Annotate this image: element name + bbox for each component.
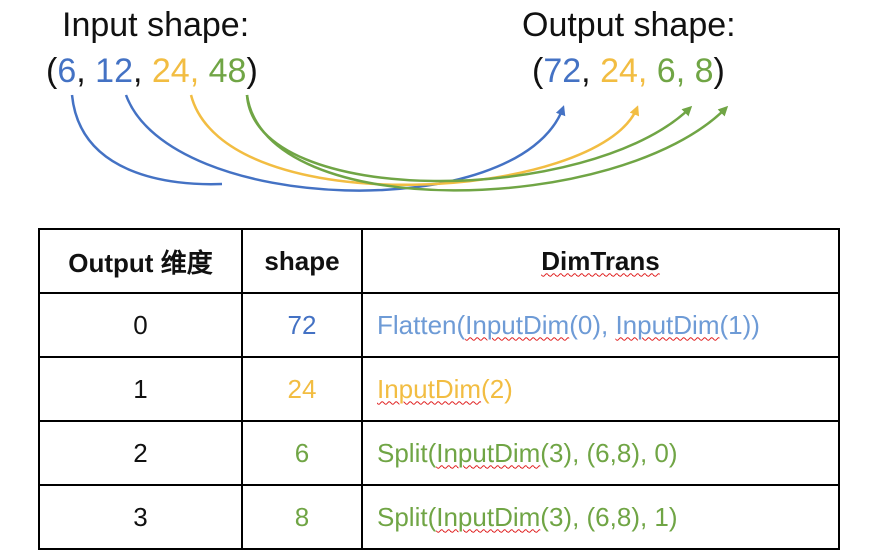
input-comma-0: , [76,52,96,90]
row-shape: 8 [241,484,363,550]
table-row: 3 8 Split(InputDim(3), (6,8), 1) [38,484,840,550]
table-row: 2 6 Split(InputDim(3), (6,8), 0) [38,420,840,486]
table-row: 1 24 InputDim(2) [38,356,840,422]
row-shape: 72 [241,292,363,358]
input-dim-1: 12 [95,52,133,90]
row-shape: 24 [241,356,363,422]
row-output-dim: 1 [38,356,243,422]
table-header-row: Output 维度 shape DimTrans [38,228,840,294]
input-dim-2: 24 [151,52,190,90]
row-dimtrans: Split(InputDim(3), (6,8), 1) [361,484,840,550]
input-open-paren: ( [46,52,58,90]
output-comma-1: , [637,52,657,90]
arrow-input-dim-0-to-output-dim-0 [70,94,223,186]
row-dimtrans: InputDim(2) [361,356,840,422]
input-shape-tuple: (6, 12, 24, 48) [46,52,258,91]
output-shape-tuple: (72, 24, 6, 8) [532,52,725,91]
output-comma-2: , [675,52,695,90]
header-output-dim: Output 维度 [38,228,243,294]
input-comma-1: , [132,52,152,90]
output-dim-2: 6 [656,52,676,90]
arrow-input-dim-3-to-output-dim-2 [245,94,693,183]
output-dim-0: 72 [543,52,582,90]
input-close-paren: ) [246,52,258,90]
input-comma-2: , [189,52,209,90]
row-dimtrans: Flatten(InputDim(0), InputDim(1)) [361,292,840,358]
dimension-mapping-arrows [70,94,729,192]
output-comma-0: , [581,52,601,90]
arrow-input-dim-1-to-output-dim-0 [124,94,566,192]
arrow-input-dim-3-to-output-dim-3 [245,94,729,192]
row-output-dim: 0 [38,292,243,358]
input-dim-3: 48 [208,52,247,90]
output-dim-1: 24 [600,52,638,90]
header-dimtrans-label: DimTrans [541,245,660,276]
output-dim-3: 8 [694,52,714,90]
output-open-paren: ( [532,52,544,90]
dimtrans-table: Output 维度 shape DimTrans 0 72 Flatten(In… [38,228,840,550]
row-output-dim: 3 [38,484,243,550]
table-row: 0 72 Flatten(InputDim(0), InputDim(1)) [38,292,840,358]
output-shape-label: Output shape: [522,6,736,44]
row-shape: 6 [241,420,363,486]
input-dim-0: 6 [57,52,77,90]
header-shape: shape [241,228,363,294]
row-dimtrans: Split(InputDim(3), (6,8), 0) [361,420,840,486]
row-output-dim: 2 [38,420,243,486]
input-shape-label: Input shape: [62,6,250,44]
arrow-input-dim-2-to-output-dim-1 [189,94,639,187]
header-dimtrans: DimTrans [361,228,840,294]
output-close-paren: ) [713,52,725,90]
